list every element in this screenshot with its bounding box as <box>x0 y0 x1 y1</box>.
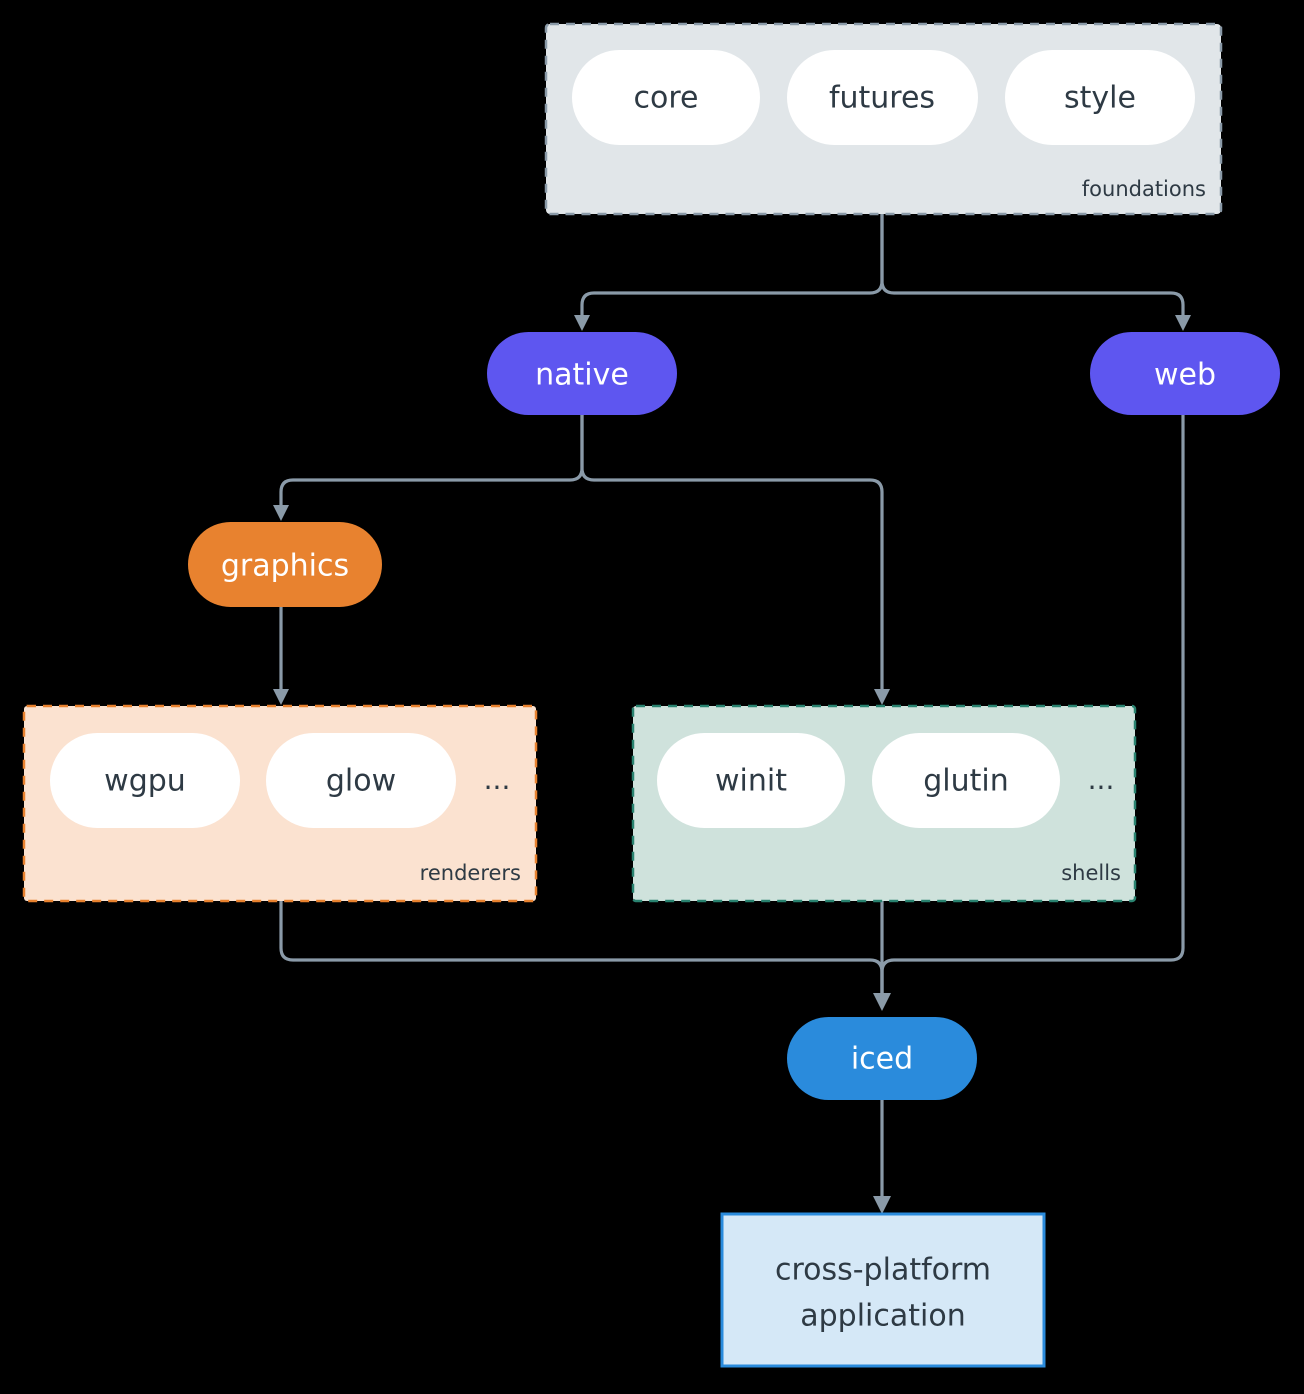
arrowhead-application <box>873 1196 891 1214</box>
pill-style-label: style <box>1064 81 1136 116</box>
pill-style-shape <box>1005 50 1195 145</box>
pill-glutin-shape <box>872 733 1060 828</box>
arrowhead-shells <box>874 689 890 705</box>
node-native-shape <box>487 332 677 415</box>
pill-futures-label: futures <box>829 81 935 116</box>
arrowhead-graphics <box>273 505 289 521</box>
arrowhead-web <box>1175 315 1191 331</box>
group-shells-ellipsis: ... <box>1088 763 1115 796</box>
pill-style[interactable]: style <box>1005 50 1195 145</box>
pill-wgpu-label: wgpu <box>104 764 186 799</box>
node-web-shape <box>1090 332 1280 415</box>
group-foundations-label: foundations <box>1082 177 1206 201</box>
node-web-label: web <box>1154 358 1216 393</box>
pill-core-shape <box>572 50 760 145</box>
group-shells[interactable]: winit glutin ... shells <box>631 704 1137 903</box>
edge-native-to-shells <box>580 412 884 694</box>
pill-core[interactable]: core <box>572 50 760 145</box>
edge-renderers-to-iced <box>279 899 884 998</box>
node-graphics-shape <box>188 522 382 607</box>
node-iced-label: iced <box>851 1042 913 1077</box>
node-native[interactable]: native <box>487 332 677 415</box>
pill-winit[interactable]: winit <box>657 733 845 828</box>
node-graphics-label: graphics <box>221 549 349 584</box>
pill-glow[interactable]: glow <box>266 733 456 828</box>
pill-glow-shape <box>266 733 456 828</box>
pill-futures[interactable]: futures <box>787 50 978 145</box>
node-application-line1: cross-platform <box>775 1253 991 1288</box>
pill-core-label: core <box>634 81 699 116</box>
pill-glow-label: glow <box>326 764 396 799</box>
node-iced[interactable]: iced <box>787 1017 977 1100</box>
node-application-shape <box>720 1212 1046 1368</box>
node-web[interactable]: web <box>1090 332 1280 415</box>
edge-web-to-iced <box>880 413 1185 998</box>
pill-wgpu-shape <box>50 733 240 828</box>
group-renderers-ellipsis: ... <box>484 763 511 796</box>
node-native-label: native <box>535 358 629 393</box>
pill-winit-shape <box>657 733 845 828</box>
edge-native-to-graphics <box>279 412 584 510</box>
arrowhead-renderers <box>273 689 289 705</box>
node-application-line2: application <box>800 1299 965 1334</box>
group-renderers[interactable]: wgpu glow ... renderers <box>22 704 538 903</box>
group-shells-label: shells <box>1061 861 1121 885</box>
pill-winit-label: winit <box>715 764 787 799</box>
pill-glutin[interactable]: glutin <box>872 733 1060 828</box>
group-foundations[interactable]: core futures style foundations <box>544 22 1223 216</box>
arrowhead-native <box>574 315 590 331</box>
pill-futures-shape <box>787 50 978 145</box>
pill-wgpu[interactable]: wgpu <box>50 733 240 828</box>
arrowhead-iced <box>873 993 891 1011</box>
edge-layer <box>273 212 1191 1214</box>
edge-foundations-to-native <box>580 212 884 320</box>
node-iced-shape <box>787 1017 977 1100</box>
node-cross-platform-application[interactable]: cross-platform application <box>720 1212 1046 1368</box>
node-graphics[interactable]: graphics <box>188 522 382 607</box>
group-renderers-label: renderers <box>420 861 521 885</box>
edge-foundations-to-web <box>880 212 1185 320</box>
pill-glutin-label: glutin <box>923 764 1009 799</box>
